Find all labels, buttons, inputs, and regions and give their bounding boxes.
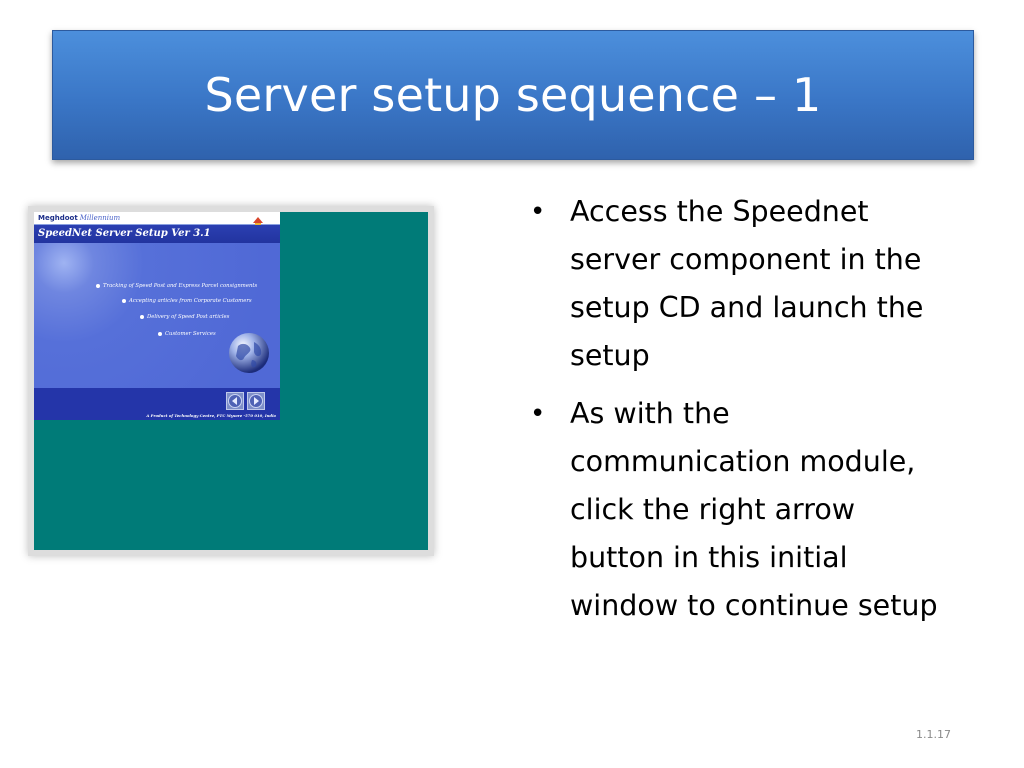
bullet-dot-icon: [96, 283, 100, 288]
bullet-dot-icon: [122, 298, 126, 303]
globe-icon: [229, 333, 269, 373]
brand-name: Meghdoot: [38, 214, 78, 222]
slide-title: Server setup sequence – 1: [204, 68, 822, 122]
footer-credit: A Product of Technology Centre, PTC Myso…: [146, 413, 276, 418]
bullet-dot-icon: [140, 314, 144, 319]
menu-item-tracking[interactable]: Tracking of Speed Post and Express Parce…: [96, 283, 257, 289]
menu-item-delivery[interactable]: Delivery of Speed Post articles: [140, 314, 229, 320]
brand-subtitle: Millennium: [79, 214, 121, 222]
bullet-dot-icon: [158, 331, 162, 336]
slide-number: 1.1.17: [916, 728, 951, 741]
setup-window-header: SpeedNet Server Setup Ver 3.1: [34, 225, 280, 243]
bullet-icon: •: [530, 399, 546, 429]
menu-item-customer-services[interactable]: Customer Services: [158, 331, 216, 337]
logo-icon: [252, 212, 264, 226]
right-arrow-button[interactable]: [247, 392, 265, 410]
title-bar: Server setup sequence – 1: [52, 30, 974, 160]
bullet-text: Access the Speednet server component in …: [570, 195, 924, 372]
menu-item-label: Delivery of Speed Post articles: [147, 314, 230, 320]
menu-item-label: Accepting articles from Corporate Custom…: [129, 298, 252, 304]
setup-window-footer: A Product of Technology Centre, PTC Myso…: [34, 388, 280, 420]
menu-item-accepting[interactable]: Accepting articles from Corporate Custom…: [122, 298, 252, 304]
menu-item-label: Tracking of Speed Post and Express Parce…: [103, 283, 258, 289]
bullet-icon: •: [530, 197, 546, 227]
menu-item-label: Customer Services: [165, 331, 216, 337]
bullet-item: • As with the communication module, clic…: [530, 390, 940, 630]
bullet-item: • Access the Speednet server component i…: [530, 188, 940, 380]
left-arrow-button[interactable]: [226, 392, 244, 410]
bullet-text: As with the communication module, click …: [570, 397, 938, 622]
bullet-list: • Access the Speednet server component i…: [530, 188, 940, 640]
